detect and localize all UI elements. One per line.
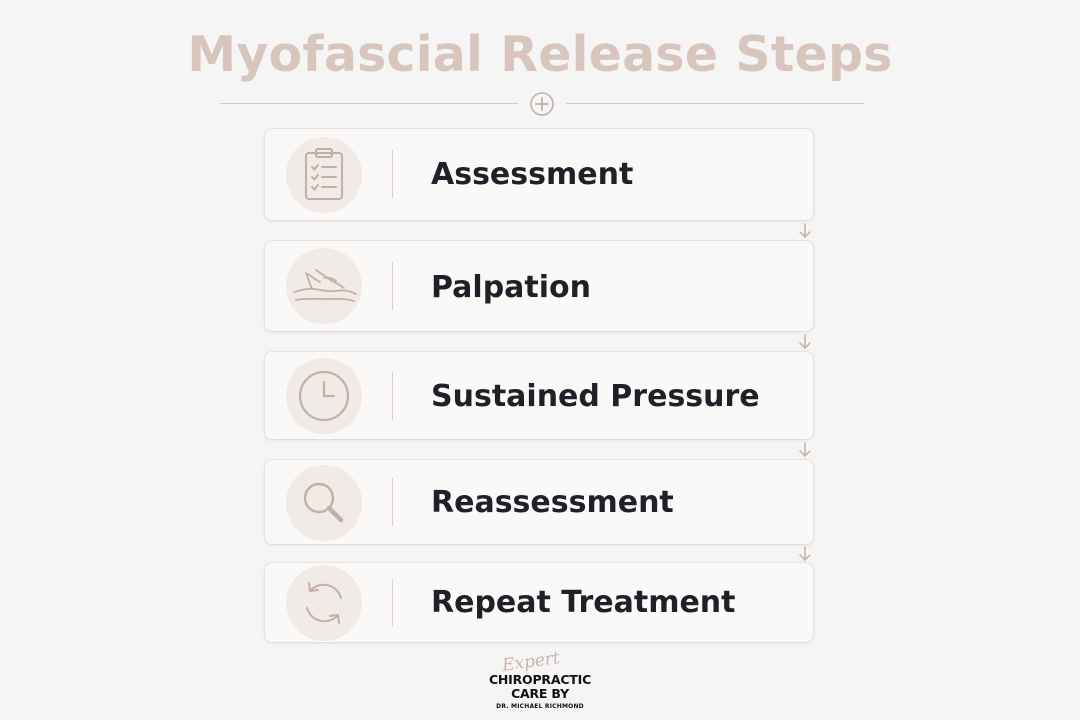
step-card-assessment: Assessment xyxy=(265,129,813,220)
hand-icon xyxy=(293,269,357,302)
step-separator xyxy=(392,150,393,198)
step-card-palpation: Palpation xyxy=(265,241,813,331)
step-icon-circle xyxy=(286,358,362,434)
step-separator xyxy=(392,478,393,526)
refresh-cycle-icon xyxy=(306,582,342,624)
step-label: Repeat Treatment xyxy=(431,585,736,620)
plus-circle-icon xyxy=(530,92,554,116)
logo-line-3: DR. MICHAEL RICHMOND xyxy=(496,703,584,710)
step-separator xyxy=(392,262,393,310)
arrow-down-icon xyxy=(799,223,811,238)
step-label: Assessment xyxy=(431,157,634,192)
title-divider xyxy=(220,91,864,117)
step-label: Reassessment xyxy=(431,485,674,520)
step-icon-circle xyxy=(286,137,362,213)
step-label: Palpation xyxy=(431,270,592,305)
arrow-down-icon xyxy=(799,546,811,561)
logo-line-1: CHIROPRACTIC xyxy=(488,672,592,687)
arrow-down-icon xyxy=(799,442,811,457)
step-card-reassessment: Reassessment xyxy=(265,460,813,544)
step-icon-circle xyxy=(286,565,362,641)
brand-logo: Expert CHIROPRACTIC CARE BY DR. MICHAEL … xyxy=(488,648,592,712)
step-label: Sustained Pressure xyxy=(431,379,760,414)
step-card-repeat-treatment: Repeat Treatment xyxy=(265,563,813,642)
divider-line-right xyxy=(566,103,864,104)
diagram-title: Myofascial Release Steps xyxy=(187,26,893,83)
step-icon-circle xyxy=(286,465,362,541)
arrow-down-icon xyxy=(799,334,811,349)
step-separator xyxy=(392,372,393,420)
step-card-sustained-pressure: Sustained Pressure xyxy=(265,352,813,439)
clipboard-checklist-icon xyxy=(305,148,343,200)
step-separator xyxy=(392,579,393,627)
step-icon-circle xyxy=(286,248,362,324)
magnifying-glass-icon xyxy=(303,482,344,523)
logo-line-2: CARE BY xyxy=(511,686,569,701)
divider-line-left xyxy=(220,103,518,104)
clock-icon xyxy=(298,370,350,422)
